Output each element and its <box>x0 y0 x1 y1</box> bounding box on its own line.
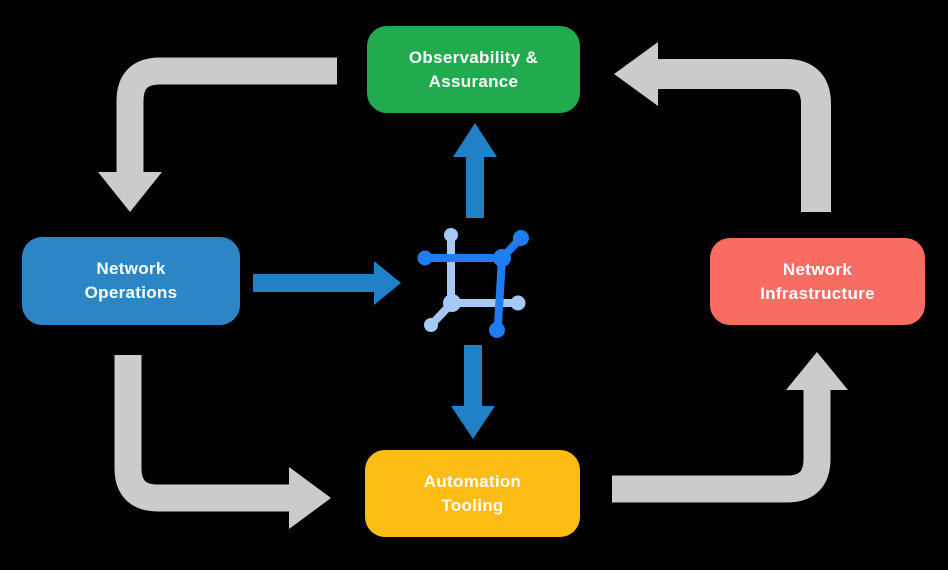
arrow-automation-to-infrastructure <box>612 352 848 503</box>
node-automation-tooling: Automation Tooling <box>365 450 580 537</box>
arrow-head <box>289 467 331 529</box>
node-label: Network Operations <box>84 259 178 302</box>
arrow-operations-to-automation <box>114 355 331 529</box>
arrow-infrastructure-to-observability <box>614 42 831 212</box>
arrow-shaft <box>116 57 337 174</box>
arrow-center-to-observability <box>453 123 497 218</box>
icon-dark-branches <box>417 230 529 338</box>
node-label: Automation Tooling <box>423 471 522 515</box>
node-network-infrastructure: Network Infrastructure <box>710 238 925 325</box>
arrow-head <box>614 42 658 106</box>
icon-light-branches <box>424 228 526 332</box>
arrow-head <box>451 406 495 439</box>
node-observability-assurance: Observability & Assurance <box>367 26 580 113</box>
arrow-head <box>374 261 401 305</box>
arrow-shaft <box>658 59 831 212</box>
node-label: Observability & Assurance <box>408 47 539 91</box>
network-platform-icon <box>417 228 529 338</box>
arrow-shaft <box>612 390 831 503</box>
arrow-head <box>98 172 162 212</box>
arrow-head <box>453 123 497 157</box>
arrow-observability-to-operations <box>98 57 337 212</box>
arrow-shaft <box>114 355 289 512</box>
arrow-operations-to-center <box>253 261 401 305</box>
node-network-operations: Network Operations <box>22 237 240 325</box>
node-label: Network Infrastructure <box>760 259 875 303</box>
arrow-head <box>786 352 848 390</box>
arrow-center-to-automation <box>451 345 495 439</box>
